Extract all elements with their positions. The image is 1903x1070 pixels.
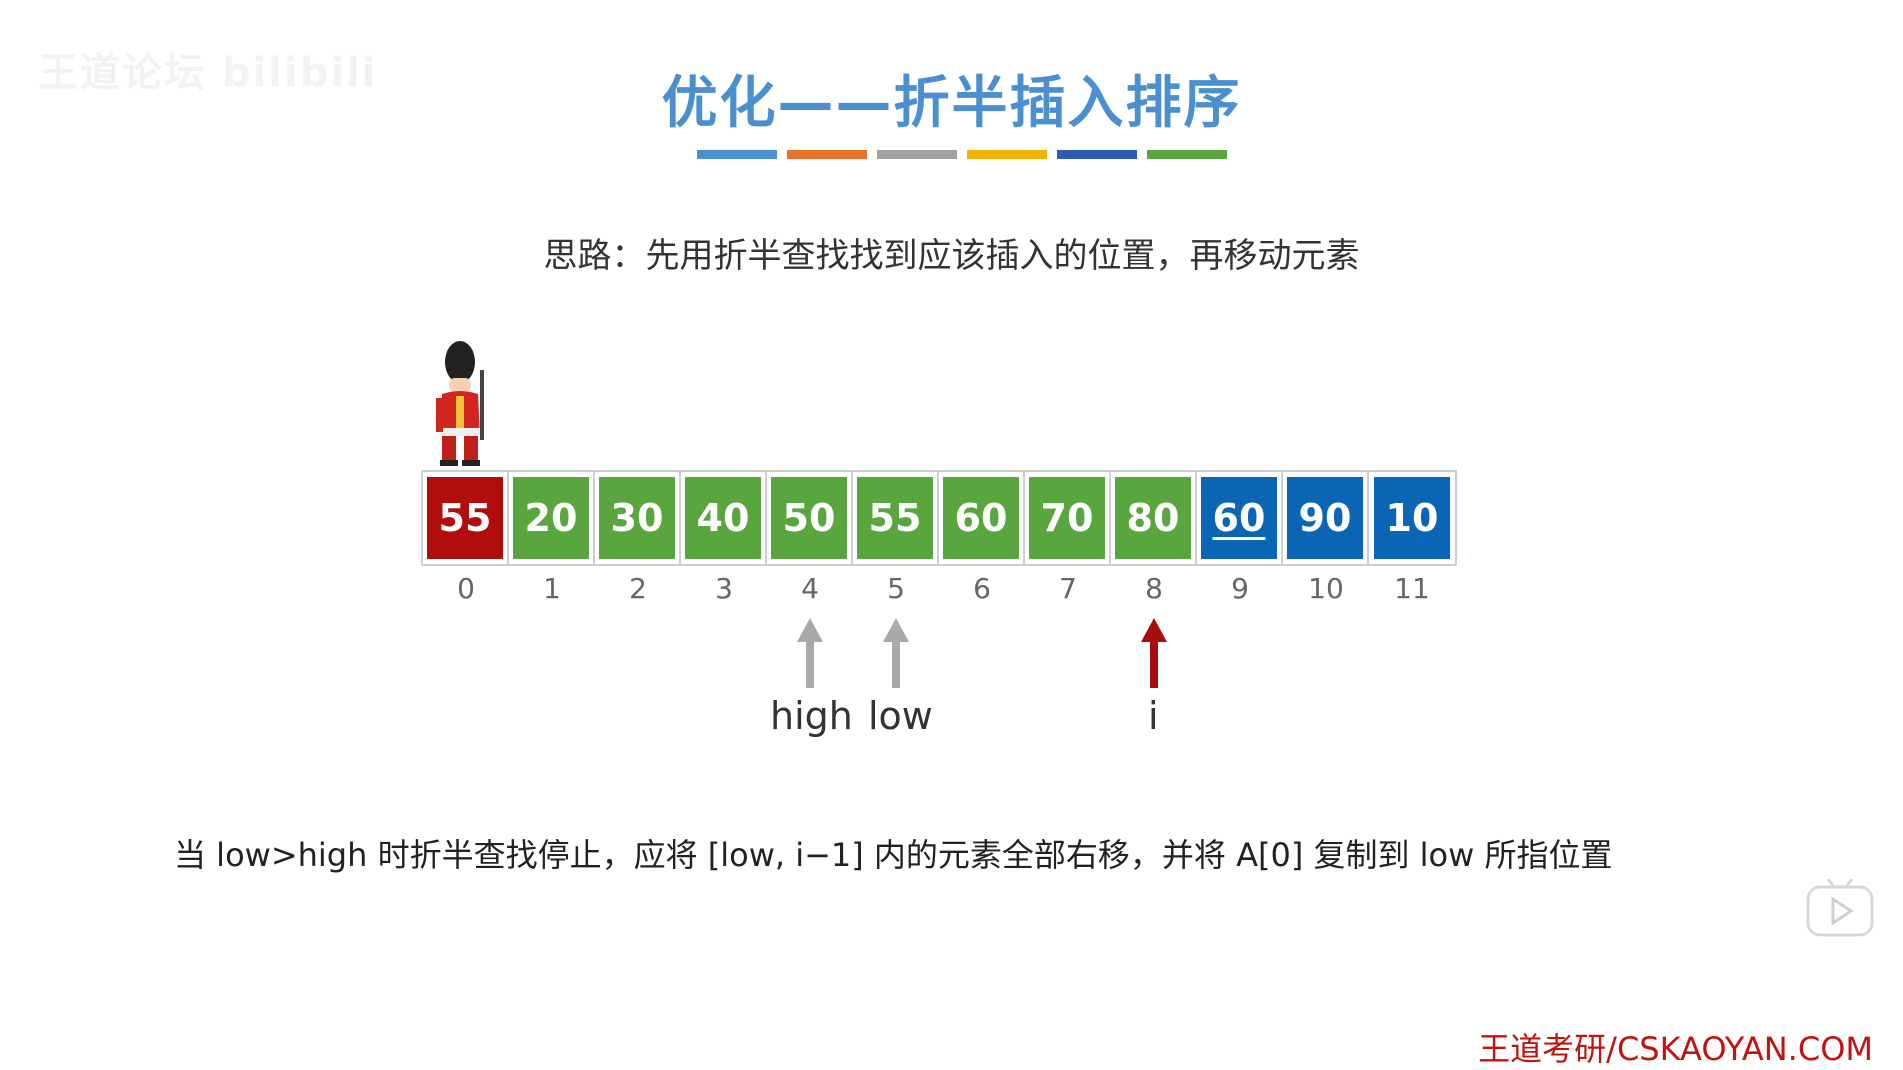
array-cell-9: 60 — [1197, 472, 1283, 564]
i-label: i — [1148, 694, 1159, 738]
array-cell-0: 55 — [423, 472, 509, 564]
cell-value-text: 40 — [697, 496, 750, 540]
index-label: 8 — [1111, 572, 1197, 605]
array-cell-value: 80 — [1115, 477, 1191, 559]
array-cell-11: 10 — [1369, 472, 1455, 564]
array-cell-7: 70 — [1025, 472, 1111, 564]
array-cell-4: 50 — [767, 472, 853, 564]
cell-value-text: 20 — [525, 496, 578, 540]
cell-value-text: 50 — [783, 496, 836, 540]
color-bar-segment — [1147, 150, 1227, 159]
array-cell-value: 60 — [1201, 477, 1277, 559]
color-bar-segment — [697, 150, 777, 159]
color-bar-segment — [967, 150, 1047, 159]
cell-value-text: 30 — [611, 496, 664, 540]
play-icon[interactable] — [1806, 877, 1874, 937]
index-label: 4 — [767, 572, 853, 605]
array-cell-6: 60 — [939, 472, 1025, 564]
index-label: 1 — [509, 572, 595, 605]
index-label: 10 — [1283, 572, 1369, 605]
cell-value-text: 55 — [439, 496, 492, 540]
i-arrow-icon — [1139, 618, 1169, 688]
page-title: 优化——折半插入排序 — [0, 58, 1903, 139]
array-cell-5: 55 — [853, 472, 939, 564]
array-cell-2: 30 — [595, 472, 681, 564]
cell-value-text: 60 — [955, 496, 1008, 540]
idea-text: 思路：先用折半查找找到应该插入的位置，再移动元素 — [0, 228, 1903, 277]
array-cell-value: 90 — [1287, 477, 1363, 559]
array-cell-value: 30 — [599, 477, 675, 559]
array-cell-3: 40 — [681, 472, 767, 564]
index-label: 3 — [681, 572, 767, 605]
cell-value-text: 55 — [869, 496, 922, 540]
cell-value-text: 80 — [1127, 496, 1180, 540]
index-label: 11 — [1369, 572, 1455, 605]
array-cell-value: 50 — [771, 477, 847, 559]
index-label: 5 — [853, 572, 939, 605]
array-cell-value: 60 — [943, 477, 1019, 559]
low-label: low — [868, 694, 933, 738]
high-arrow-icon — [795, 618, 825, 688]
cell-value-text: 10 — [1386, 496, 1439, 540]
color-bar-segment — [1057, 150, 1137, 159]
guard-icon — [432, 340, 492, 466]
array-cell-value: 10 — [1374, 477, 1450, 559]
array-cell-value: 40 — [685, 477, 761, 559]
array-cell-1: 20 — [509, 472, 595, 564]
array-row: 55 20 30 40 50 55 60 70 80 60 90 10 — [421, 470, 1457, 566]
array-cell-value: 20 — [513, 477, 589, 559]
array-cell-value: 55 — [427, 477, 503, 559]
index-label: 0 — [423, 572, 509, 605]
index-label: 7 — [1025, 572, 1111, 605]
title-color-bar — [697, 150, 1227, 159]
color-bar-segment — [877, 150, 957, 159]
index-label: 6 — [939, 572, 1025, 605]
explanation-text: 当 low>high 时折半查找停止，应将 [low, i−1] 内的元素全部右… — [174, 830, 1612, 876]
array-cell-value: 70 — [1029, 477, 1105, 559]
cell-value-text: 60 — [1213, 496, 1266, 540]
index-label: 2 — [595, 572, 681, 605]
index-label: 9 — [1197, 572, 1283, 605]
cell-value-text: 70 — [1041, 496, 1094, 540]
footer-brand: 王道考研/CSKAOYAN.COM — [1478, 1024, 1873, 1070]
array-cell-10: 90 — [1283, 472, 1369, 564]
color-bar-segment — [787, 150, 867, 159]
array-cell-value: 55 — [857, 477, 933, 559]
cell-value-text: 90 — [1299, 496, 1352, 540]
high-label: high — [770, 694, 853, 738]
array-cell-8: 80 — [1111, 472, 1197, 564]
low-arrow-icon — [881, 618, 911, 688]
